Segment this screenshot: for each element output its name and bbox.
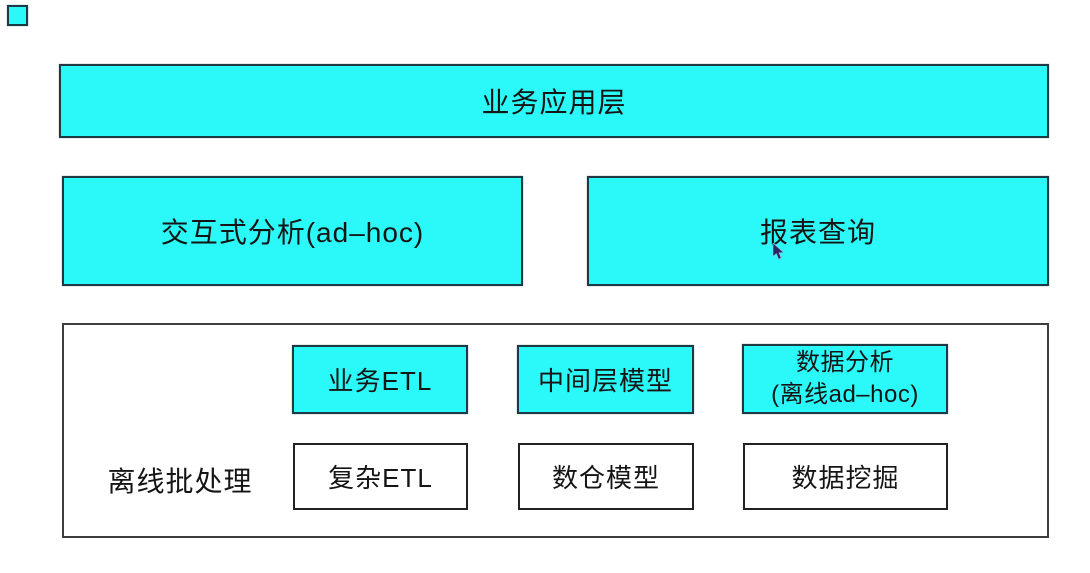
business-application-layer-box: 业务应用层 bbox=[59, 64, 1049, 138]
report-query-label: 报表查询 bbox=[759, 217, 876, 248]
middle-layer-model-box: 中间层模型 bbox=[517, 345, 694, 414]
data-analysis-label-line1: 数据分析 bbox=[796, 349, 894, 376]
data-mining-label: 数据挖掘 bbox=[791, 463, 900, 493]
business-etl-label: 业务ETL bbox=[327, 366, 433, 396]
business-application-layer-label: 业务应用层 bbox=[481, 87, 627, 118]
data-mining-box: 数据挖掘 bbox=[743, 443, 948, 510]
complex-etl-label: 复杂ETL bbox=[328, 463, 433, 493]
report-query-box: 报表查询 bbox=[587, 176, 1049, 286]
interactive-analysis-label: 交互式分析(ad–hoc) bbox=[160, 217, 425, 248]
interactive-analysis-box: 交互式分析(ad–hoc) bbox=[62, 176, 523, 286]
data-analysis-label-line2: (离线ad–hoc) bbox=[771, 381, 919, 408]
middle-layer-model-label: 中间层模型 bbox=[537, 366, 673, 396]
complex-etl-box: 复杂ETL bbox=[293, 443, 468, 510]
data-analysis-box: 数据分析 (离线ad–hoc) bbox=[742, 344, 948, 414]
offline-batch-label: 离线批处理 bbox=[107, 466, 253, 497]
warehouse-model-label: 数仓模型 bbox=[551, 463, 660, 493]
warehouse-model-box: 数仓模型 bbox=[518, 443, 694, 510]
mouse-cursor-icon bbox=[772, 243, 785, 260]
decorative-corner-square bbox=[7, 5, 28, 26]
business-etl-box: 业务ETL bbox=[292, 345, 468, 414]
